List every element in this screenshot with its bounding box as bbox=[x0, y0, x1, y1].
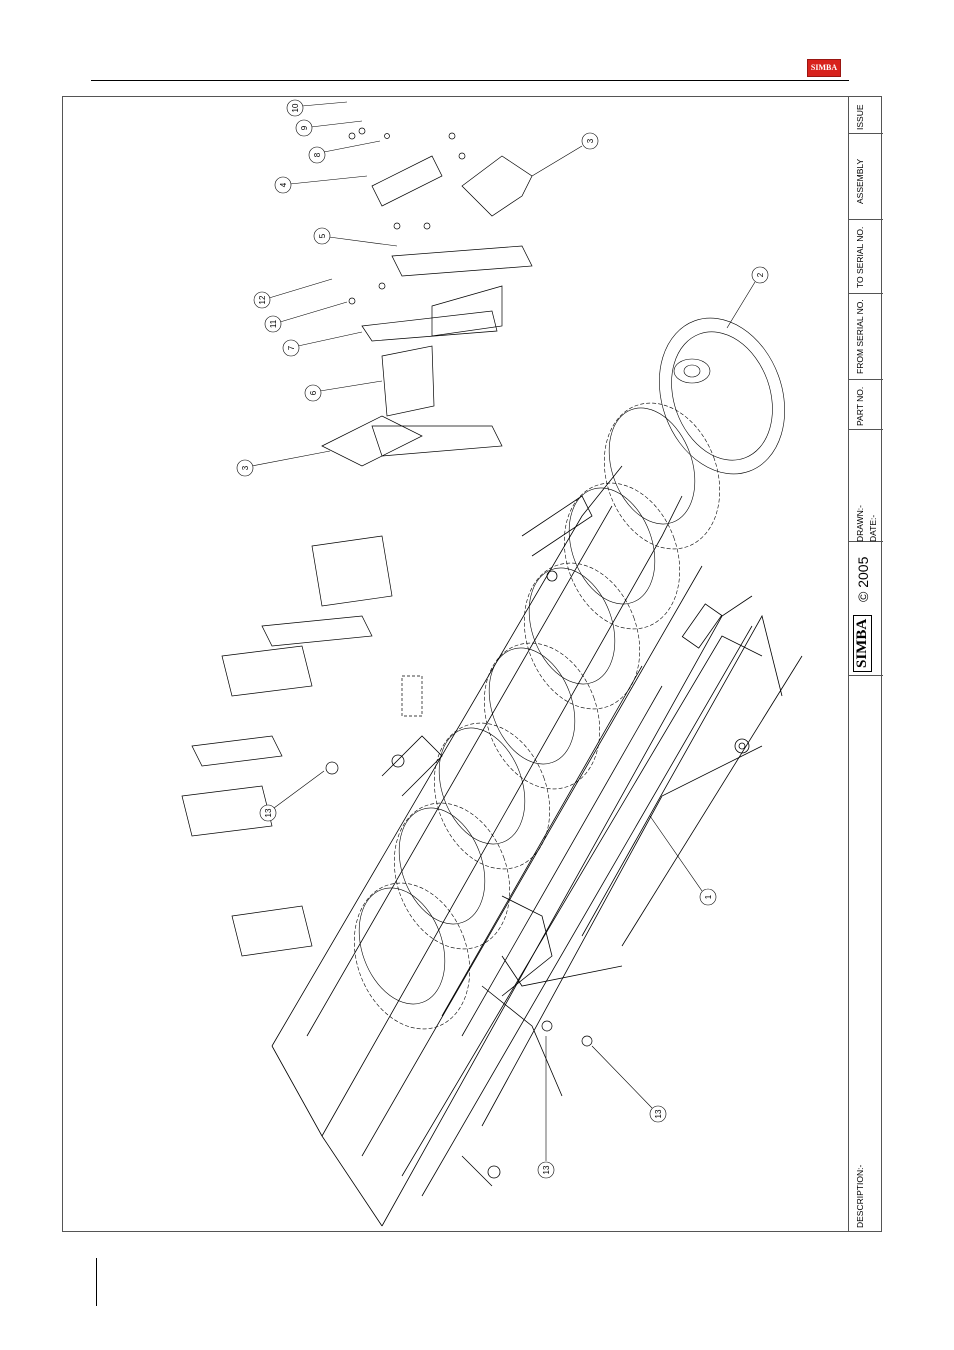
drawn-label: DRAWN:- bbox=[855, 505, 865, 542]
callout-3a: 3 bbox=[532, 133, 598, 176]
svg-text:1: 1 bbox=[704, 894, 713, 899]
drawn-date-cell: DRAWN:- DATE:- bbox=[849, 430, 883, 542]
callout-13a: 13 bbox=[260, 771, 324, 821]
date-label: DATE:- bbox=[868, 515, 878, 542]
svg-text:4: 4 bbox=[279, 182, 288, 187]
callout-4: 4 bbox=[275, 176, 367, 193]
issue-label: ISSUE bbox=[855, 104, 865, 130]
svg-text:2: 2 bbox=[756, 272, 765, 277]
callout-2: 2 bbox=[727, 267, 768, 328]
simba-logo: SIMBA bbox=[807, 59, 841, 77]
svg-text:10: 10 bbox=[291, 103, 300, 112]
title-block: ISSUE ASSEMBLY TO SERIAL NO. FROM SERIAL… bbox=[848, 96, 882, 1232]
part-no-cell: PART NO. bbox=[849, 380, 883, 430]
svg-text:13: 13 bbox=[654, 1109, 663, 1118]
brand-cell: © 2005 SIMBA bbox=[849, 542, 883, 676]
assembly-label: ASSEMBLY bbox=[855, 159, 865, 204]
from-serial-label: FROM SERIAL NO. bbox=[855, 299, 865, 374]
callout-7: 7 bbox=[283, 332, 362, 356]
svg-text:13: 13 bbox=[264, 808, 273, 817]
copyright-text: © 2005 bbox=[855, 557, 871, 602]
svg-text:13: 13 bbox=[542, 1165, 551, 1174]
exploded-assembly-drawing: 1 2 3 3 4 5 6 bbox=[62, 96, 848, 1232]
callout-11: 11 bbox=[265, 302, 347, 332]
callout-3b: 3 bbox=[237, 451, 330, 476]
callout-9: 9 bbox=[296, 120, 362, 136]
callout-5: 5 bbox=[314, 228, 397, 246]
callout-13b: 13 bbox=[592, 1046, 666, 1122]
callout-1: 1 bbox=[650, 816, 716, 905]
to-serial-label: TO SERIAL NO. bbox=[855, 227, 865, 288]
svg-text:8: 8 bbox=[313, 152, 322, 157]
to-serial-cell: TO SERIAL NO. bbox=[849, 220, 883, 294]
issue-cell: ISSUE bbox=[849, 96, 883, 134]
margin-rule bbox=[96, 1258, 97, 1306]
callout-8: 8 bbox=[309, 141, 380, 163]
svg-text:5: 5 bbox=[318, 233, 327, 238]
assembly-cell: ASSEMBLY bbox=[849, 134, 883, 220]
svg-text:7: 7 bbox=[287, 345, 296, 350]
description-label: DESCRIPTION:- bbox=[855, 1165, 865, 1228]
svg-text:12: 12 bbox=[258, 295, 267, 304]
svg-text:6: 6 bbox=[309, 390, 318, 395]
header-rule bbox=[91, 80, 849, 81]
svg-text:3: 3 bbox=[586, 138, 595, 143]
callout-13c: 13 bbox=[538, 1036, 554, 1178]
callout-12: 12 bbox=[254, 279, 332, 308]
svg-text:9: 9 bbox=[300, 125, 309, 130]
part-no-label: PART NO. bbox=[855, 387, 865, 426]
brand-mark: SIMBA bbox=[853, 615, 872, 672]
callout-10: 10 bbox=[287, 100, 347, 116]
svg-text:3: 3 bbox=[241, 465, 250, 470]
callout-6: 6 bbox=[305, 381, 382, 401]
from-serial-cell: FROM SERIAL NO. bbox=[849, 294, 883, 380]
svg-text:11: 11 bbox=[269, 319, 278, 328]
description-cell: DESCRIPTION:- bbox=[849, 676, 883, 1232]
scraper-brackets bbox=[182, 128, 592, 1046]
